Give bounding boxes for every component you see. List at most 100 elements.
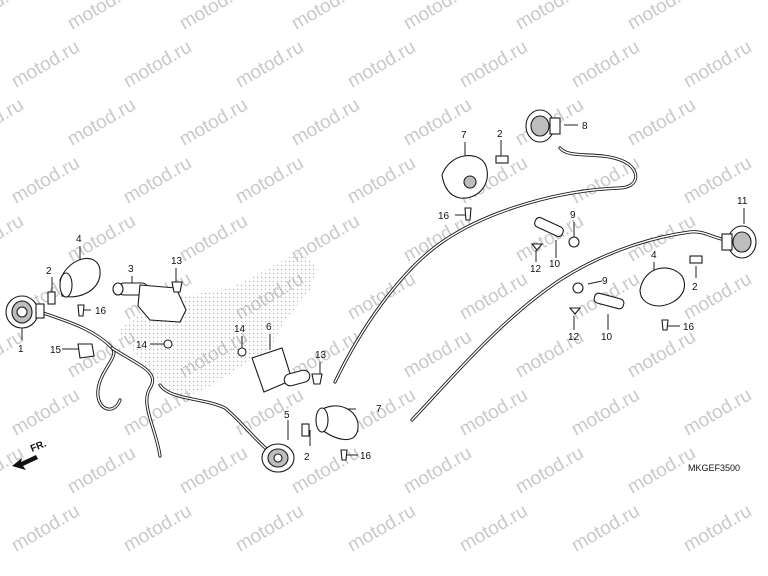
part-16-screw-a bbox=[77, 304, 85, 317]
part-10-socket-rear-right bbox=[593, 292, 625, 310]
callout-1: 1 bbox=[18, 344, 24, 355]
part-14-nut-right bbox=[237, 347, 247, 357]
watermark-text: motod.ru bbox=[232, 153, 307, 209]
watermark-text: motod.ru bbox=[0, 211, 27, 267]
callout-13: 13 bbox=[171, 256, 183, 267]
watermark-text: motod.ru bbox=[344, 37, 419, 93]
callout-9: 9 bbox=[602, 276, 608, 287]
callout-9: 9 bbox=[570, 210, 576, 221]
callout-7: 7 bbox=[376, 404, 382, 415]
part-7-lens-right-front bbox=[315, 405, 359, 441]
part-1-signal-base-left-front bbox=[5, 295, 45, 329]
callout-16: 16 bbox=[683, 322, 695, 333]
part-7-lens-rear-left bbox=[441, 155, 488, 199]
part-11-signal-base-rear-right bbox=[721, 225, 757, 259]
watermark-text: motod.ru bbox=[232, 501, 307, 557]
callout-4: 4 bbox=[76, 234, 82, 245]
watermark-text: motod.ru bbox=[288, 443, 363, 499]
watermark-text: motod.ru bbox=[568, 385, 643, 441]
direction-label: FR. bbox=[29, 438, 48, 454]
watermark-text: motod.ru bbox=[120, 37, 195, 93]
part-9-bulb-rear-right bbox=[572, 282, 584, 294]
watermark-text: motod.ru bbox=[568, 153, 643, 209]
watermark-text: motod.ru bbox=[176, 0, 251, 34]
callout-7: 7 bbox=[461, 130, 467, 141]
watermark-text: motod.ru bbox=[8, 385, 83, 441]
part-8-signal-base-rear-left bbox=[525, 109, 561, 143]
part-16-screw-d bbox=[661, 319, 669, 331]
wire-harness bbox=[38, 146, 732, 458]
watermark-text: motod.ru bbox=[456, 385, 531, 441]
callout-labels: 1 2 2 2 2 3 4 4 5 6 7 7 8 9 9 10 10 11 1… bbox=[18, 121, 748, 463]
callout-16: 16 bbox=[360, 451, 372, 462]
callout-13: 13 bbox=[315, 350, 327, 361]
callout-14: 14 bbox=[234, 324, 246, 335]
part-5-signal-base-right-front bbox=[261, 443, 295, 473]
watermark-text: motod.ru bbox=[400, 0, 475, 34]
callout-2: 2 bbox=[46, 266, 52, 277]
part-16-screw-c bbox=[464, 207, 472, 221]
watermark-text: motod.ru bbox=[624, 95, 699, 151]
watermark-text: motod.ru bbox=[344, 269, 419, 325]
callout-3: 3 bbox=[128, 264, 134, 275]
callout-4: 4 bbox=[651, 250, 657, 261]
diagram-code: MKGEF3500 bbox=[688, 463, 740, 473]
callout-2: 2 bbox=[692, 282, 698, 293]
watermark-text: motod.ru bbox=[288, 95, 363, 151]
callout-2: 2 bbox=[304, 452, 310, 463]
watermark-text: motod.ru bbox=[0, 0, 27, 34]
watermark-text: motod.ru bbox=[344, 153, 419, 209]
watermark-text: motod.ru bbox=[400, 327, 475, 383]
callout-12: 12 bbox=[530, 264, 542, 275]
watermark-text: motod.ru bbox=[176, 443, 251, 499]
watermark-text: motod.ru bbox=[64, 0, 139, 34]
part-12-washer-rear-right bbox=[568, 307, 582, 315]
callout-11: 11 bbox=[737, 196, 748, 207]
part-2-gasket-rear-right bbox=[689, 255, 703, 264]
callout-5: 5 bbox=[284, 410, 290, 421]
callout-10: 10 bbox=[601, 332, 613, 343]
watermark-text: motod.ru bbox=[8, 37, 83, 93]
watermark-text: motod.ru bbox=[120, 153, 195, 209]
part-4-lens-rear-right bbox=[639, 267, 686, 307]
watermark-text: motod.ru bbox=[456, 269, 531, 325]
watermark-text: motod.ru bbox=[288, 0, 363, 34]
watermark-text: motod.ru bbox=[0, 443, 27, 499]
watermark-text: motod.ru bbox=[232, 37, 307, 93]
direction-arrow-icon bbox=[12, 455, 38, 470]
part-2-gasket-right-front bbox=[301, 423, 310, 437]
part-12-washer-rear-left bbox=[530, 243, 544, 251]
watermark-text: motod.ru bbox=[8, 501, 83, 557]
watermark-text: motod.ru bbox=[680, 37, 755, 93]
watermark-text: motod.ru bbox=[624, 0, 699, 34]
callout-10: 10 bbox=[549, 259, 561, 270]
watermark-text: motod.ru bbox=[400, 443, 475, 499]
watermark-text: motod.ru bbox=[512, 0, 587, 34]
part-13-screw-upper bbox=[171, 281, 183, 293]
frame-shading bbox=[118, 252, 318, 400]
watermark-text: motod.ru bbox=[456, 37, 531, 93]
watermark-text: motod.ru bbox=[0, 95, 27, 151]
part-10-socket-rear-left bbox=[534, 216, 564, 238]
part-2-gasket-left-front bbox=[47, 291, 56, 305]
part-3-signal-stay-left bbox=[112, 282, 187, 323]
watermark-text: motod.ru bbox=[400, 95, 475, 151]
part-6-signal-stay-right bbox=[251, 347, 311, 393]
watermark-text: motod.ru bbox=[680, 269, 755, 325]
callout-16: 16 bbox=[95, 306, 107, 317]
callout-15: 15 bbox=[50, 345, 62, 356]
watermark-text: motod.ru bbox=[624, 327, 699, 383]
part-4-lens-left-front bbox=[59, 257, 101, 298]
callout-8: 8 bbox=[582, 121, 588, 132]
watermark-text: motod.ru bbox=[232, 385, 307, 441]
callout-6: 6 bbox=[266, 322, 272, 333]
watermark-text: motod.ru bbox=[176, 211, 251, 267]
watermark-text: motod.ru bbox=[64, 95, 139, 151]
part-16-screw-b bbox=[340, 449, 348, 461]
part-13-screw-lower bbox=[311, 373, 323, 385]
watermark-text: motod.ru bbox=[8, 153, 83, 209]
watermark-text: motod.ru bbox=[176, 95, 251, 151]
